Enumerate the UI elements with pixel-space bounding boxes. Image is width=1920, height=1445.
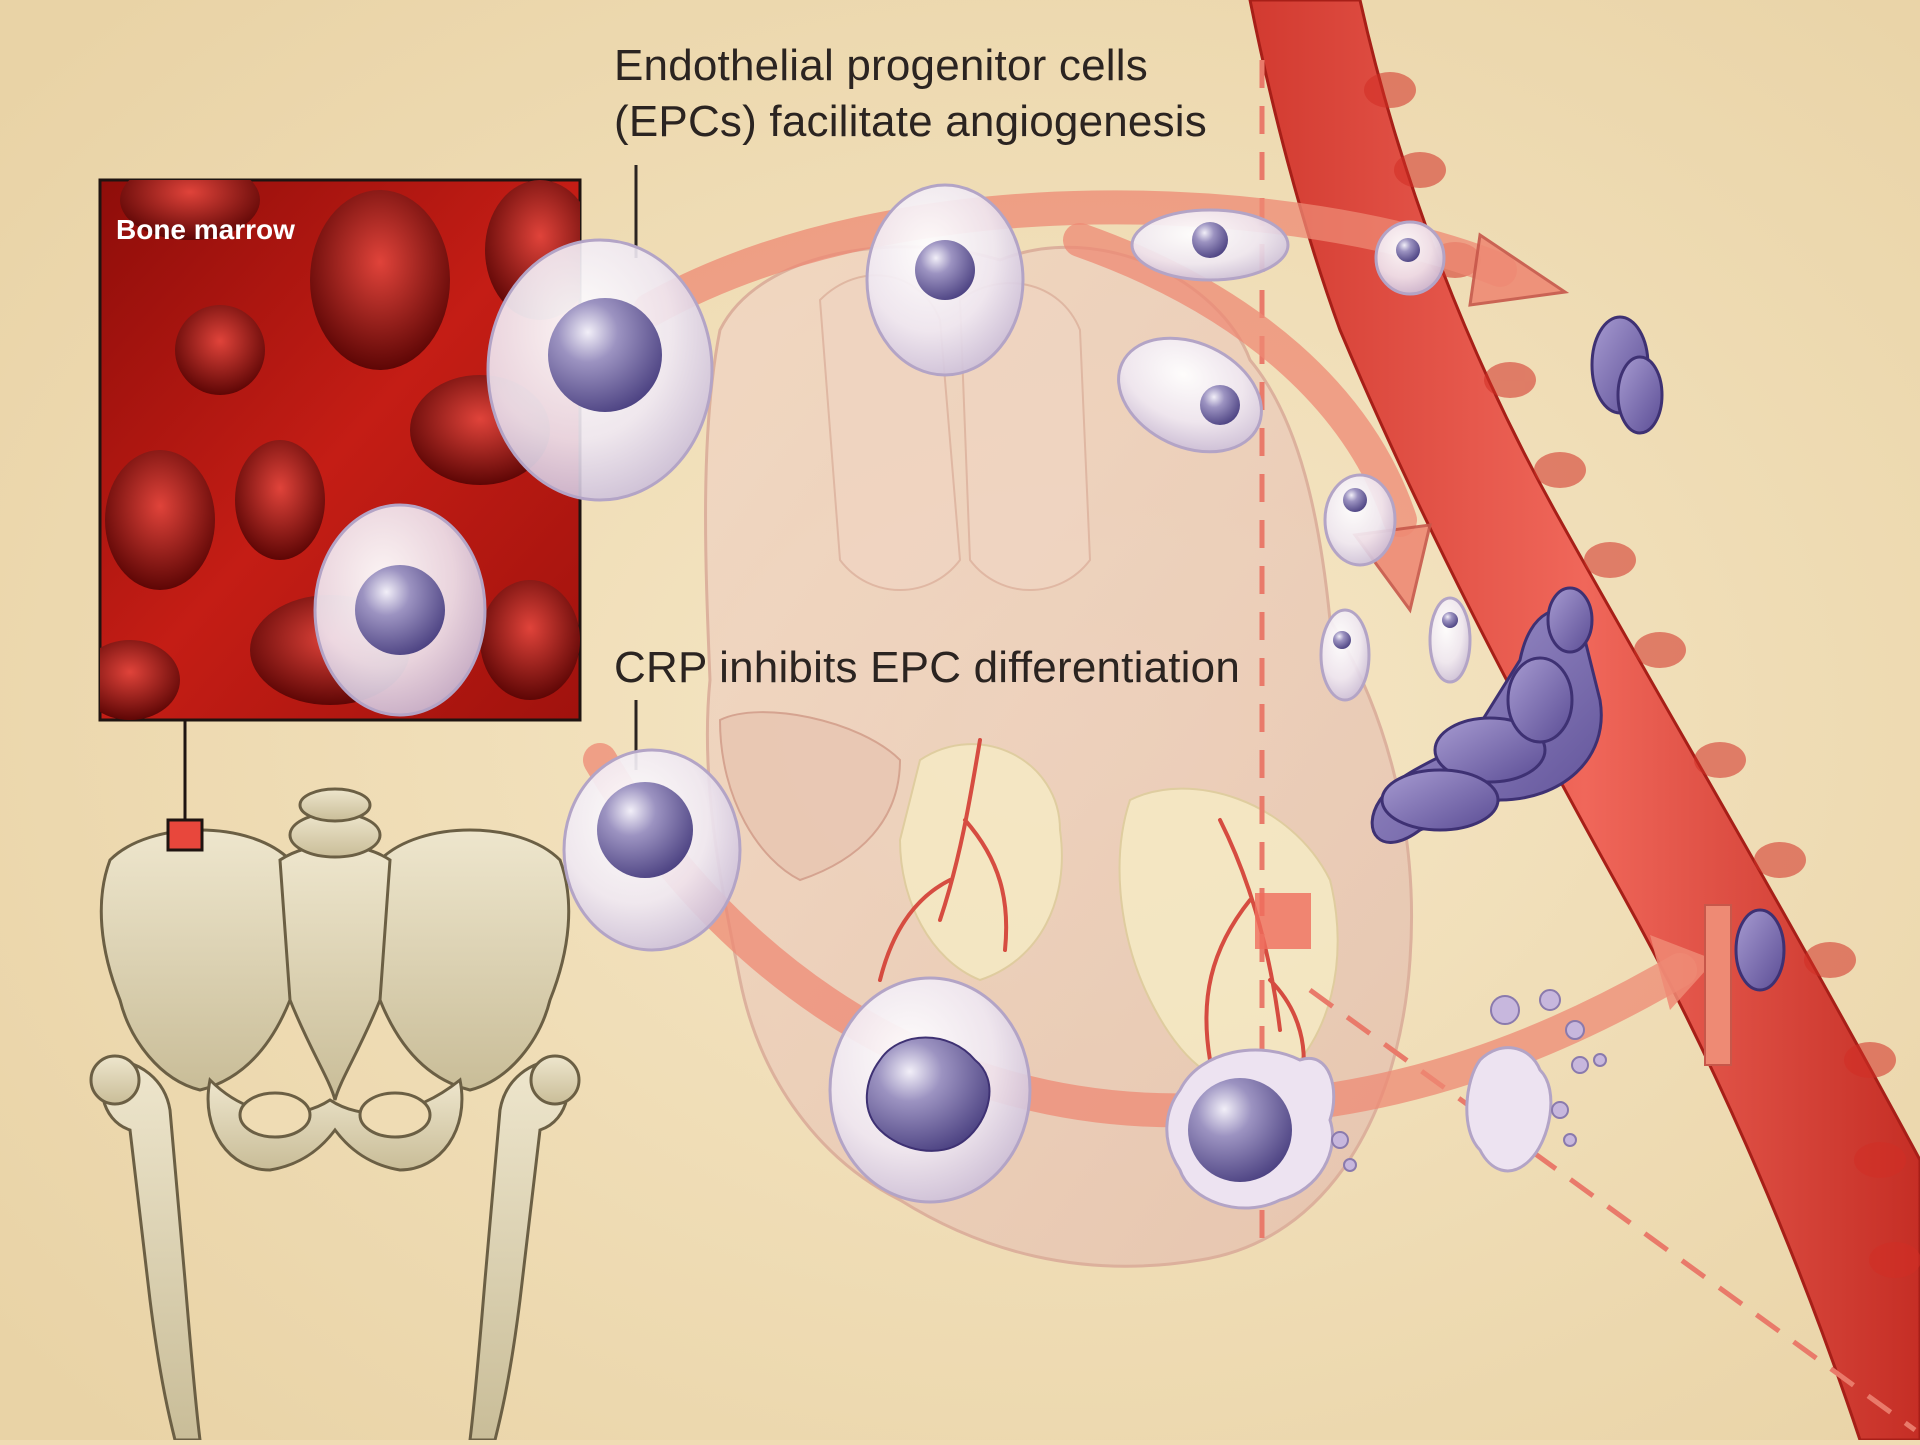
epc-cell-migrating-2 — [1130, 208, 1290, 282]
epc-cell-migrating-7 — [1428, 596, 1472, 684]
epc-cluster-middle — [1370, 586, 1603, 844]
nucleus — [355, 565, 445, 655]
epc-label-line2: (EPCs) facilitate angiogenesis — [614, 97, 1207, 146]
epc-cluster-bottom — [1734, 908, 1786, 992]
epc-cell-crp-fragmenting — [1331, 989, 1607, 1173]
epc-cell-crp-start — [562, 748, 742, 952]
epc-cell-migrating-5 — [1323, 473, 1397, 567]
nucleus — [597, 782, 693, 878]
epc-label: Endothelial progenitor cells (EPCs) faci… — [614, 38, 1374, 150]
nucleus — [548, 298, 662, 412]
pelvis-skeleton — [89, 787, 581, 1442]
epc-cell-crp-apoptotic — [1165, 1048, 1336, 1210]
epc-cell-migrating-1 — [865, 183, 1025, 377]
epc-cell-large — [486, 238, 714, 502]
pelvis-sample-marker — [166, 818, 204, 852]
blood-vessel — [1248, 0, 1920, 1442]
epc-cell-marrow — [313, 503, 487, 717]
crp-label: CRP inhibits EPC differentiation — [614, 643, 1240, 692]
epc-cell-crp-damaged — [828, 976, 1032, 1204]
epc-cell-migrating-6 — [1319, 608, 1371, 702]
epc-label-line1: Endothelial progenitor cells — [614, 41, 1148, 90]
epc-cell-migrating-3 — [1374, 220, 1446, 296]
heart-zoom-marker — [1255, 893, 1311, 949]
epc-cell-migrating-4 — [1117, 336, 1263, 454]
epc-cluster-top — [1590, 315, 1664, 435]
bone-marrow-label: Bone marrow — [116, 214, 295, 245]
inhibition-bar — [1704, 904, 1732, 1066]
